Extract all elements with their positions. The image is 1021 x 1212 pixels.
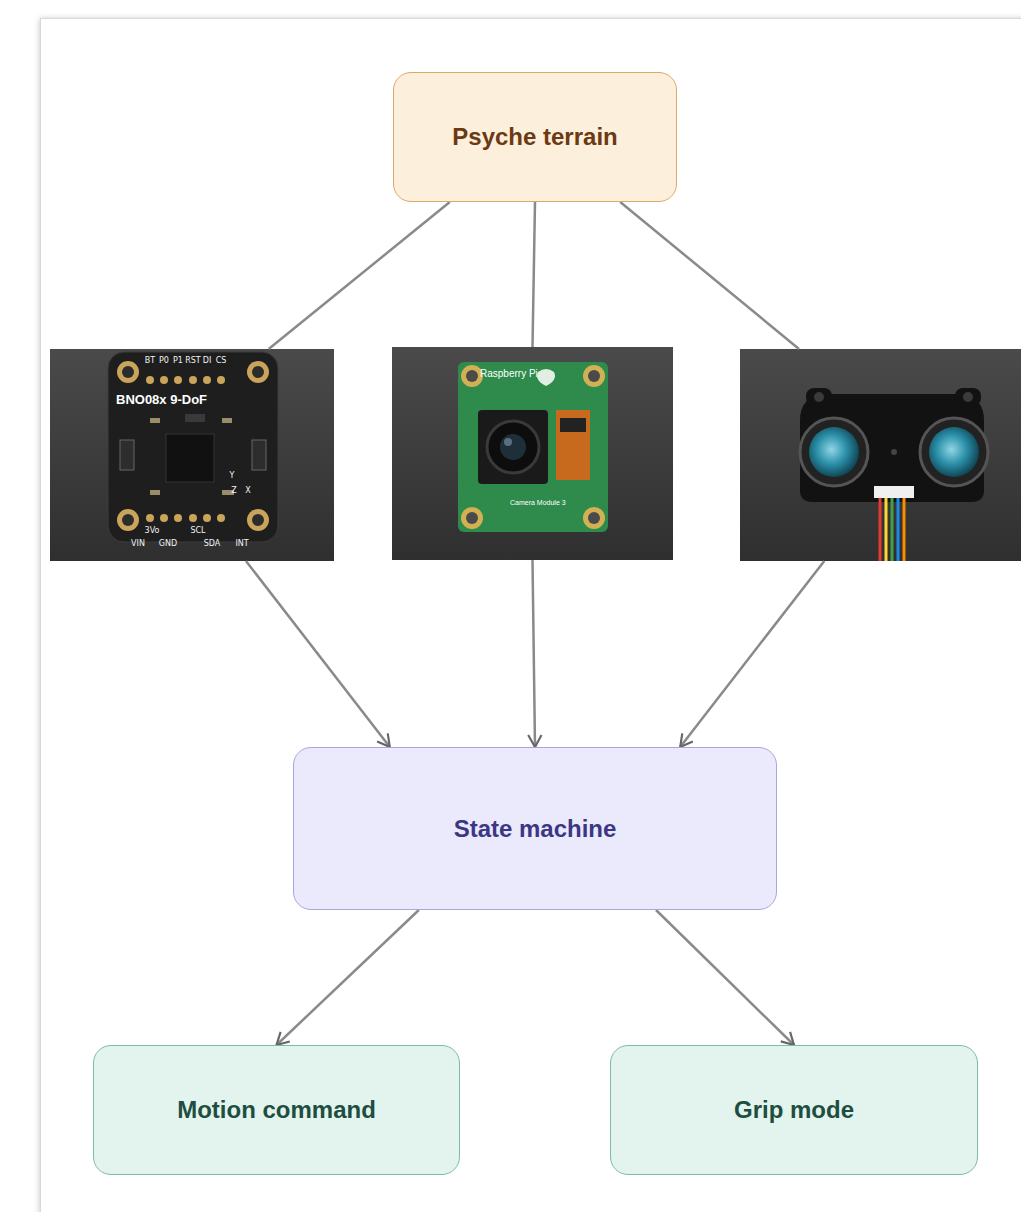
input-box: Psyche terrain [393, 72, 677, 202]
connector-line [277, 910, 419, 1045]
silkscreen-text: BNO08x 9-DoF [116, 393, 207, 406]
pin-label: Z [231, 487, 236, 495]
pin-label: 3Vo [145, 527, 160, 535]
lidar-photo [740, 349, 1021, 561]
connector-line [533, 202, 536, 347]
pin-label: X [245, 487, 250, 495]
pin-label: VIN [131, 540, 145, 548]
silkscreen-text: Raspberry Pi [480, 369, 538, 379]
pin-label: BT [145, 357, 155, 365]
box-label: State machine [454, 815, 617, 843]
pin-label: Y [230, 472, 235, 480]
output-box: Motion command [93, 1045, 460, 1175]
connector-line [269, 202, 450, 349]
silkscreen-text: Camera Module 3 [510, 499, 566, 506]
connector-line [680, 561, 824, 747]
pin-label: GND [159, 540, 177, 548]
pin-label: SDA [204, 540, 221, 548]
box-label: Psyche terrain [452, 123, 617, 151]
camera-photo-node: Raspberry Pi Camera Module 3 [392, 347, 673, 560]
connector-line [246, 561, 390, 747]
card-frame [41, 19, 1021, 1212]
connector-line [533, 560, 536, 747]
pin-label: CS [216, 357, 227, 365]
pin-label: SCL [190, 527, 205, 535]
box-label: Grip mode [734, 1096, 854, 1124]
pin-label: INT [235, 540, 248, 548]
process-box: State machine [293, 747, 777, 910]
pin-label: DI [203, 357, 212, 365]
lidar-photo-node [740, 349, 1021, 561]
imu-photo [50, 349, 334, 561]
connector-line [656, 910, 794, 1045]
pin-label: RST [185, 357, 201, 365]
box-label: Motion command [177, 1096, 376, 1124]
connector-line [620, 202, 799, 349]
pin-label: P0 [159, 357, 169, 365]
camera-photo [392, 347, 673, 560]
output-box: Grip mode [610, 1045, 978, 1175]
pin-label: P1 [173, 357, 183, 365]
